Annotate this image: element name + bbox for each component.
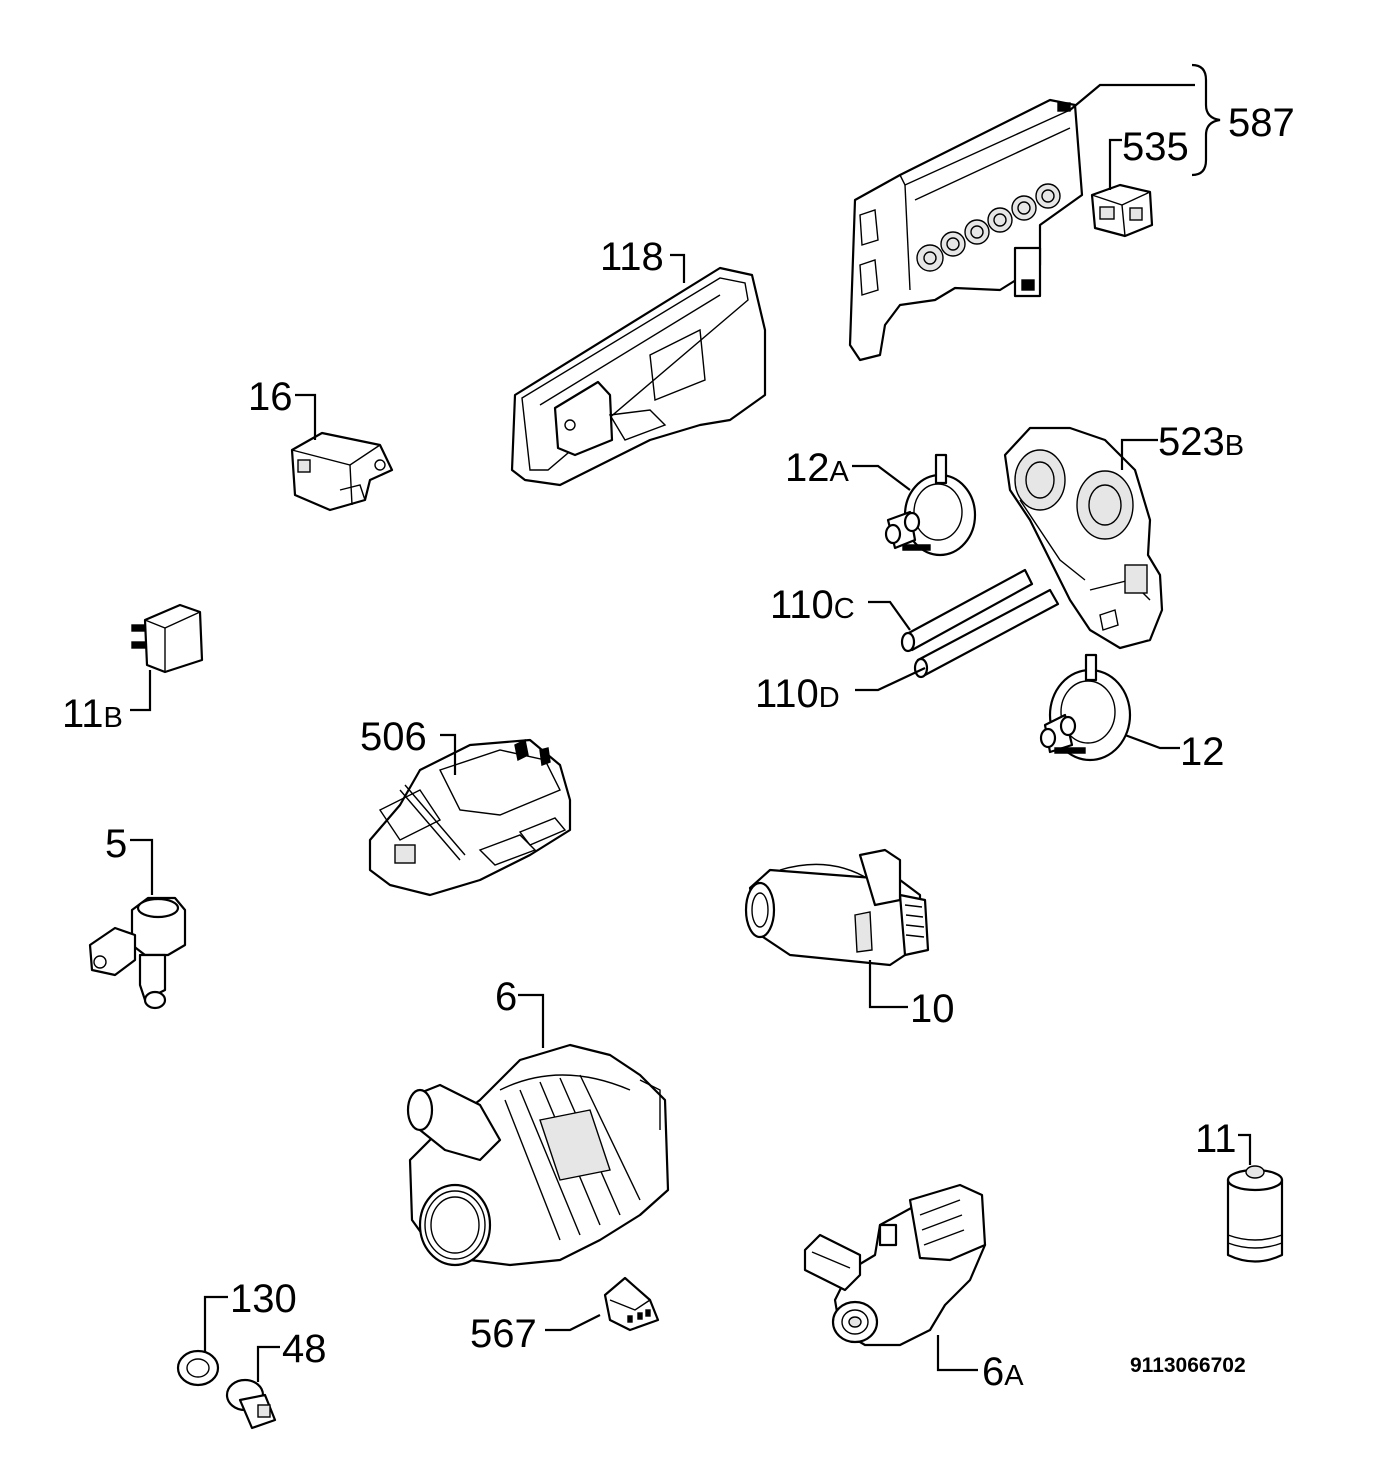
leader-506 (440, 733, 457, 775)
label-12a: 12A (785, 446, 850, 490)
part-506-sensor-block[interactable] (368, 738, 572, 897)
leader-110d (855, 667, 926, 692)
diagram-reference-code: 9113066702 (1130, 1354, 1246, 1377)
part-130-seal[interactable] (176, 1349, 220, 1387)
leader-535 (1108, 138, 1122, 190)
label-535: 535 (1122, 125, 1189, 169)
label-506: 506 (360, 715, 427, 759)
part-6a-drain-pump[interactable] (803, 1183, 987, 1347)
leader-523b (1120, 438, 1158, 470)
leader-11 (1238, 1133, 1252, 1165)
leader-10 (868, 960, 908, 1009)
part-11b-relay[interactable] (131, 603, 204, 674)
leader-6 (518, 993, 545, 1048)
part-16-door-switch[interactable] (290, 431, 394, 512)
label-6a: 6A (982, 1350, 1024, 1394)
part-523b-air-break[interactable] (1003, 426, 1164, 650)
label-567: 567 (470, 1312, 537, 1356)
leader-5 (130, 838, 154, 895)
part-110c-hose[interactable] (900, 568, 1034, 653)
part-10-heater[interactable] (744, 848, 930, 967)
label-11b: 11B (62, 692, 123, 736)
leader-118 (670, 253, 686, 283)
leader-lines (130, 63, 1252, 1382)
leader-12 (1124, 733, 1180, 750)
label-48: 48 (282, 1327, 327, 1371)
part-118-control-panel[interactable] (510, 266, 767, 487)
part-6-circulation-pump[interactable] (406, 1043, 670, 1267)
leader-16 (295, 393, 317, 440)
part-11-capacitor[interactable] (1226, 1165, 1284, 1263)
label-523b: 523B (1158, 420, 1244, 464)
label-110d: 110D (755, 672, 840, 716)
label-6: 6 (495, 975, 517, 1019)
part-535-connector[interactable] (1090, 183, 1154, 238)
part-587-electronic-module[interactable] (848, 98, 1084, 362)
part-5-inlet-valve[interactable] (88, 896, 187, 1010)
part-48-plug[interactable] (225, 1378, 277, 1430)
part-567-connector[interactable] (603, 1276, 660, 1332)
label-130: 130 (230, 1277, 297, 1321)
leader-6a (936, 1335, 978, 1372)
label-11: 11 (1195, 1117, 1237, 1161)
label-10: 10 (910, 987, 955, 1031)
brace-587 (1191, 63, 1221, 177)
part-labels: 587 535 118 16 12A 523B 110C 110D 12 11B… (62, 101, 1295, 1394)
leader-11b (130, 670, 152, 712)
part-12a-pressure-switch[interactable] (884, 453, 977, 557)
leader-48 (256, 1345, 280, 1382)
label-12: 12 (1180, 730, 1225, 774)
label-16: 16 (248, 375, 293, 419)
part-12-pressure-switch[interactable] (1039, 653, 1132, 762)
leader-567 (545, 1314, 601, 1332)
leader-587 (1069, 83, 1195, 111)
label-118: 118 (600, 235, 664, 279)
label-5: 5 (105, 822, 127, 866)
leader-12a (852, 464, 911, 491)
label-587: 587 (1228, 101, 1295, 145)
leader-130 (203, 1295, 228, 1352)
leader-110c (868, 600, 911, 631)
label-110c: 110C (770, 583, 855, 627)
